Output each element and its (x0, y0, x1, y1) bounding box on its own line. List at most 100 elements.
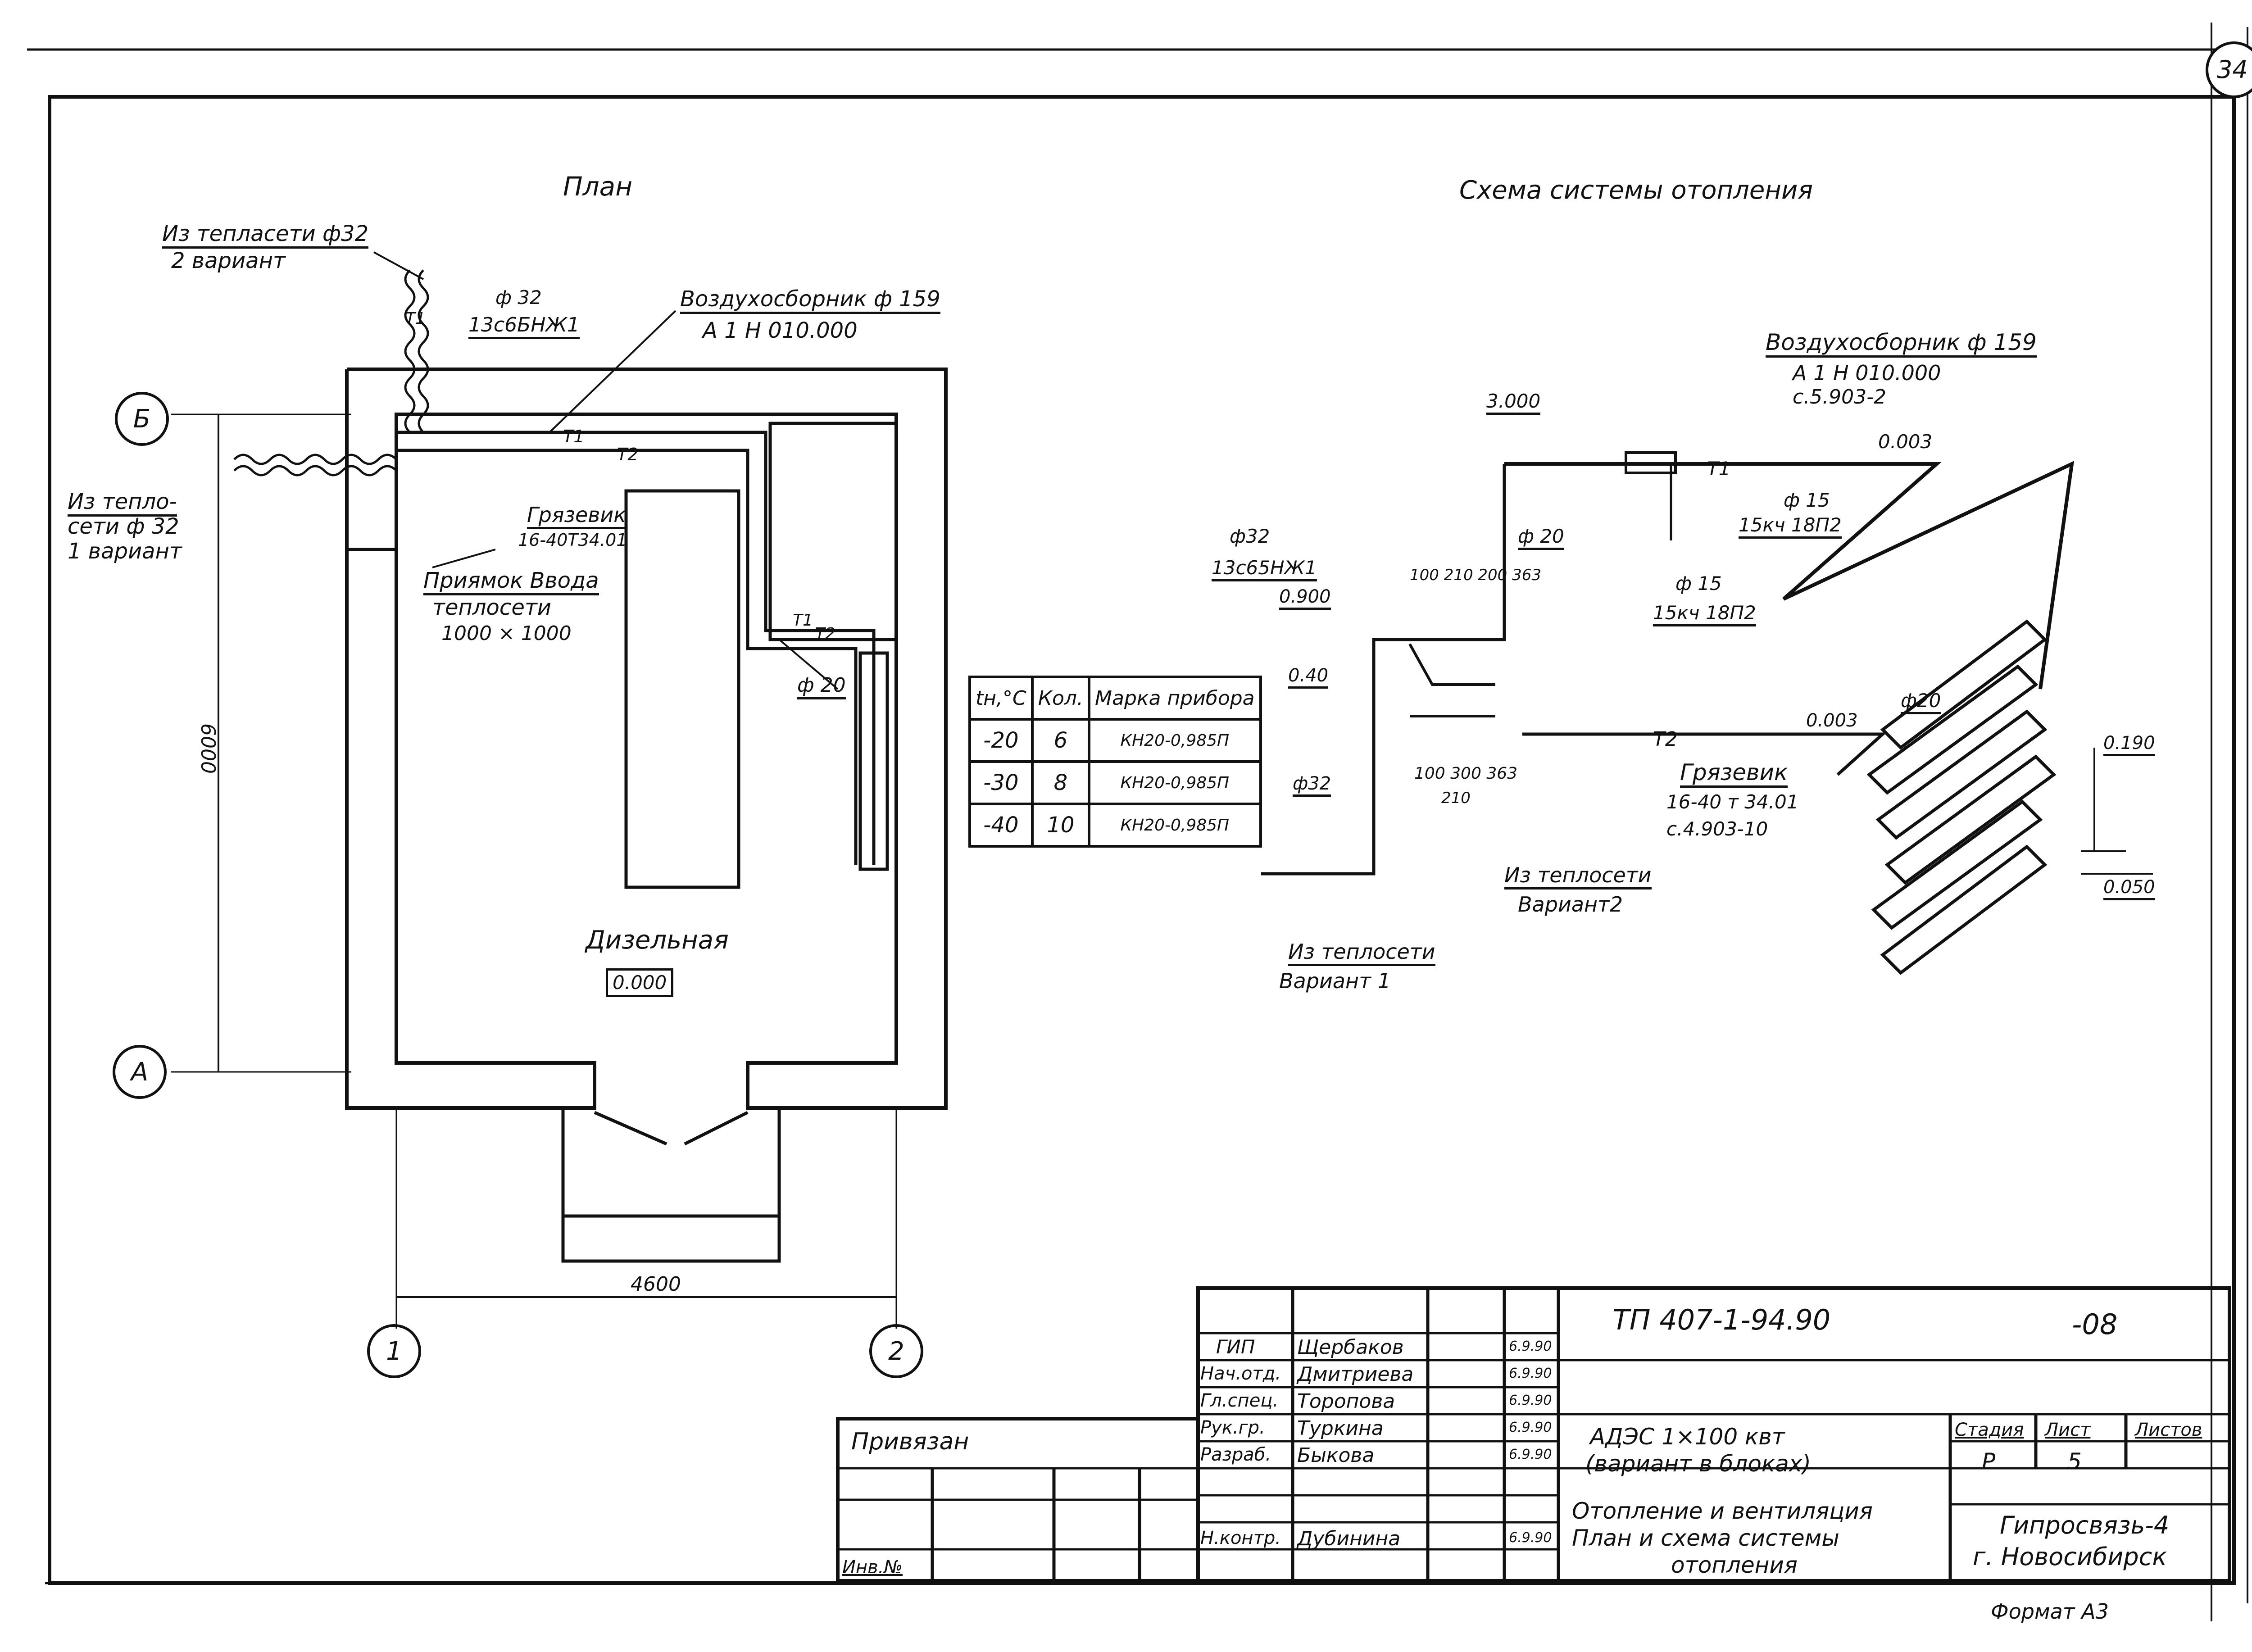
sheet-header: Лист (2045, 1420, 2091, 1440)
sheet-title-c: отопления (1671, 1552, 1798, 1578)
plan-level: 0.000 (606, 968, 674, 997)
axis-2: 2 (869, 1324, 923, 1378)
table-cell: 8 (1031, 760, 1091, 805)
plan-room: Дизельная (586, 926, 729, 955)
inv-label: Инв.№ (842, 1557, 903, 1578)
scheme-t2: Т2 (1653, 728, 1678, 751)
role-norm: Н.контр. (1200, 1528, 1281, 1548)
scheme-d20: ф 20 (1518, 527, 1564, 550)
name-3: Туркина (1297, 1417, 1384, 1440)
scheme-from-net-v2b: Вариант2 (1518, 892, 1623, 917)
date-1: 6.9.90 (1509, 1366, 1552, 1381)
scheme-elev-040: 0.40 (1288, 667, 1329, 689)
plan-from-net-2b: 2 вариант (171, 248, 286, 273)
scheme-elev-0050: 0.050 (2103, 878, 2155, 900)
date-5: 6.9.90 (1509, 1530, 1552, 1546)
plan-pit-b: теплосети (432, 595, 551, 620)
table-header: Кол. (1031, 676, 1091, 721)
plan-from-net-1a: Из тепло- (68, 491, 177, 517)
stage-header: Стадия (1955, 1420, 2024, 1440)
plan-air-collector-code: А 1 Н 010.000 (703, 318, 858, 343)
plan-valve-code: 13с6БНЖ1 (468, 315, 580, 339)
plan-pit-c: 1000 × 1000 (441, 622, 572, 645)
scheme-title: Схема системы отопления (1459, 176, 1813, 205)
plan-t1c: Т1 (793, 611, 813, 630)
date-2: 6.9.90 (1509, 1393, 1552, 1408)
scheme-dim210: 210 (1441, 789, 1471, 807)
scheme-valve32: 13с65НЖ1 (1212, 558, 1317, 581)
table-cell: КН20-0,985П (1088, 718, 1262, 763)
radiator-table: tн,°С Кол. Марка прибора -20 6 КН20-0,98… (968, 676, 1262, 848)
plan-dim-h: 4600 (631, 1273, 681, 1296)
scheme-air-collector: Воздухосборник ф 159 (1766, 331, 2037, 358)
table-cell: -30 (968, 760, 1034, 805)
scheme-elev-0190: 0.190 (2103, 734, 2155, 756)
org-a: Гипросвязь-4 (2000, 1511, 2170, 1539)
plan-air-collector: Воздухосборник ф 159 (680, 288, 940, 314)
scheme-elev-3000: 3.000 (1486, 392, 1541, 415)
table-cell: -20 (968, 718, 1034, 763)
name-5: Дубинина (1297, 1527, 1401, 1550)
scheme-from-net-v2a: Из теплосети (1504, 865, 1652, 890)
table-header: tн,°С (968, 676, 1034, 721)
date-3: 6.9.90 (1509, 1420, 1552, 1435)
date-4: 6.9.90 (1509, 1447, 1552, 1462)
plan-from-net-2: Из тепласети ф32 (162, 223, 369, 249)
plan-dia20: ф 20 (797, 676, 846, 699)
scheme-dims-bot: 100 300 363 (1414, 764, 1518, 783)
stage-value: Р (1982, 1448, 1996, 1475)
scheme-slope1: 0.003 (1878, 431, 1933, 453)
scheme-from-net-v1b: Вариант 1 (1279, 969, 1391, 993)
name-0: Щербаков (1297, 1336, 1404, 1359)
axis-b: Б (115, 392, 169, 446)
scheme-dims-top: 100 210 200 363 (1410, 566, 1542, 584)
doc-suffix: -08 (2072, 1308, 2118, 1341)
plan-t1: Т1 (405, 309, 426, 328)
date-0: 6.9.90 (1509, 1339, 1552, 1354)
scheme-elev-0900: 0.900 (1279, 588, 1331, 610)
org-b: г. Новосибирск (1973, 1543, 2167, 1571)
role-head: Нач.отд. (1200, 1363, 1281, 1384)
plan-pit-a: Приямок Ввода (423, 570, 599, 595)
scheme-t1: Т1 (1707, 458, 1731, 480)
table-row: -40 10 КН20-0,985П (968, 803, 1262, 848)
name-4: Быкова (1297, 1444, 1375, 1467)
scheme-mud-ref: с.4.903-10 (1666, 818, 1768, 840)
table-header: Марка прибора (1088, 676, 1262, 721)
tied-label: Привязан (851, 1428, 969, 1455)
role-dev: Разраб. (1200, 1444, 1271, 1465)
table-cell: КН20-0,985П (1088, 760, 1262, 805)
role-chief: Гл.спец. (1200, 1390, 1279, 1411)
axis-a: А (113, 1045, 167, 1099)
scheme-d32: ф32 (1230, 525, 1270, 547)
scheme-air-code: А 1 Н 010.000 (1793, 361, 1941, 385)
sheet-value: 5 (2067, 1448, 2082, 1475)
scheme-d20b: ф20 (1901, 691, 1941, 714)
name-2: Торопова (1297, 1390, 1395, 1413)
plan-title: План (563, 171, 633, 202)
plan-mud-code: 16-40Т34.01 (518, 530, 627, 550)
sheet-title-b: План и схема системы (1572, 1525, 1839, 1551)
name-1: Дмитриева (1297, 1363, 1414, 1386)
plan-t2c: Т2 (815, 625, 835, 643)
object-a: АДЭС 1×100 квт (1590, 1424, 1785, 1450)
plan-from-net-1b: сети ф 32 (68, 514, 179, 539)
plan-t2: Т2 (617, 445, 639, 464)
plan-dia32: ф 32 (495, 286, 542, 309)
format-label: Формат А3 (1991, 1599, 2109, 1624)
table-row: -30 8 КН20-0,985П (968, 760, 1262, 805)
plan-dim-v: 6000 (196, 723, 219, 774)
axis-1: 1 (367, 1324, 421, 1378)
role-gip: ГИП (1216, 1336, 1255, 1358)
scheme-d15: ф 15 (1784, 489, 1830, 511)
plan-from-net-1c: 1 вариант (68, 539, 182, 564)
scheme-d32b: ф32 (1293, 775, 1331, 797)
scheme-from-net-v1a: Из теплосети (1288, 941, 1435, 966)
sheet-title-a: Отопление и вентиляция (1572, 1498, 1873, 1524)
doc-code: ТП 407-1-94.90 (1612, 1303, 1831, 1336)
table-cell: КН20-0,985П (1088, 803, 1262, 848)
sheet-number: 34 (2217, 55, 2248, 84)
scheme-valve15: 15кч 18П2 (1739, 516, 1842, 539)
scheme-d15b: ф 15 (1675, 572, 1722, 595)
